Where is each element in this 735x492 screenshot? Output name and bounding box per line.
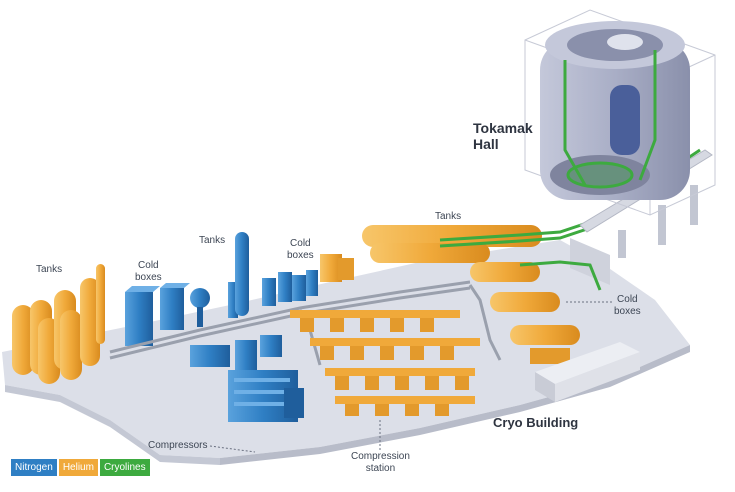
tokamak-hall-label: Tokamak Hall: [473, 120, 533, 152]
helium-tanks-left: [12, 264, 105, 384]
legend-nitrogen: Nitrogen: [11, 459, 57, 476]
tanks-top-label: Tanks: [435, 211, 462, 222]
cold-boxes-right-label: Cold boxes: [614, 294, 641, 317]
helium-compression-station: [290, 310, 480, 416]
tanks-mid-label: Tanks: [199, 235, 226, 246]
nitrogen-cold-boxes-left: [125, 232, 318, 346]
cold-boxes-mid-label: Cold boxes: [287, 238, 314, 261]
legend-cryolines: Cryolines: [99, 459, 150, 476]
nitrogen-compressors: [190, 335, 304, 422]
legend-helium: Helium: [58, 459, 98, 476]
helium-tanks-top: [362, 225, 542, 263]
compression-station-label: Compression station: [351, 451, 410, 474]
helium-cold-boxes-right: [470, 262, 580, 364]
tokamak-machine: [540, 21, 690, 200]
cold-boxes-left-label: Cold boxes: [135, 260, 162, 283]
cryo-building-annex: [535, 238, 640, 402]
compressors-label: Compressors: [148, 440, 208, 451]
tanks-left-label: Tanks: [36, 264, 63, 275]
legend: Nitrogen Helium Cryolines: [11, 459, 150, 476]
helium-cold-boxes-mid: [320, 254, 354, 282]
cryo-building-label: Cryo Building: [493, 415, 579, 430]
